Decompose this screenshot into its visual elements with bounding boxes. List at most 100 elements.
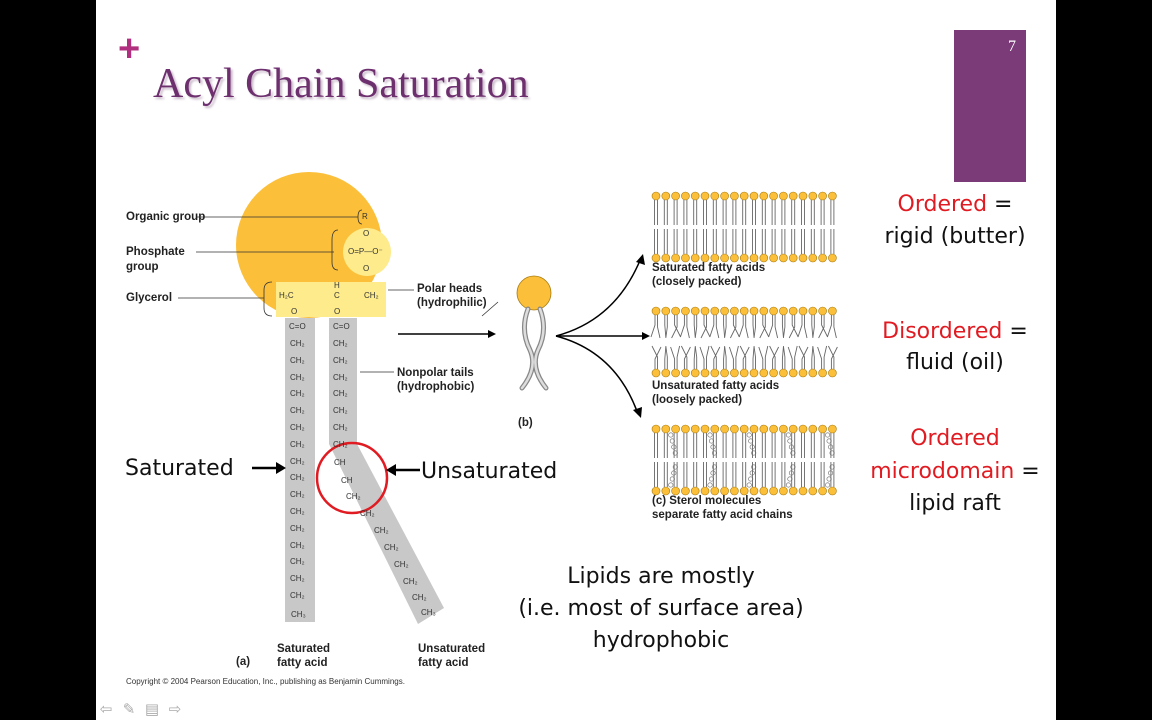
chem-ch2-sat: CH₂	[290, 591, 305, 600]
label-unsaturated-fa-2: fatty acid	[418, 657, 469, 669]
chem-ch2-unsat: CH₂	[403, 577, 418, 586]
menu-icon[interactable]: ▤	[144, 700, 160, 718]
chem-ch2-sat: CH₂	[290, 540, 305, 550]
chem-co1: C=O	[289, 322, 306, 331]
chem-ch2-unsat: CH₂	[384, 543, 399, 552]
annotation-raft-line1: Ordered	[910, 426, 1000, 451]
lipids-line2: (i.e. most of surface area)	[518, 596, 804, 621]
label-saturated-fa-2: fatty acid	[277, 657, 328, 669]
microdomain-word: microdomain	[870, 459, 1015, 484]
schematic-head	[516, 275, 552, 311]
chem-ch2-unsat: CH₂	[333, 339, 348, 348]
phospholipid-figure	[178, 172, 838, 624]
chem-ch2-unsat: CH₂	[333, 439, 348, 449]
chem-ch2-unsat: CH₂	[333, 372, 348, 382]
chem-ch2-sat: CH₂	[290, 507, 305, 516]
chem-c: C	[334, 291, 340, 300]
annotation-ordered-line2: rigid (butter)	[884, 224, 1026, 249]
chem-ch2-sat: CH₂	[290, 339, 305, 348]
chem-ch2-sat: CH₂	[290, 406, 305, 416]
chem-ch2-unsat: CH₂	[360, 509, 375, 518]
label-panel-a: (a)	[236, 656, 251, 668]
back-arrow-icon[interactable]: ⇦	[99, 700, 113, 718]
chem-h: H	[334, 281, 340, 290]
glycerol-band	[276, 282, 386, 317]
caption-saturated-1: Saturated fatty acids	[652, 262, 766, 274]
chem-ch3-unsat: CH₃	[421, 608, 436, 617]
chem-ch2-sat: CH₂	[290, 574, 305, 584]
raft-equals: =	[1014, 459, 1040, 484]
chem-ch2-sat: CH₂	[290, 389, 305, 399]
label-glycerol: Glycerol	[126, 292, 173, 304]
slide-number-box: 7	[954, 30, 1026, 182]
chem-ch2-sat: CH₂	[290, 473, 305, 483]
annotation-raft-line3: lipid raft	[909, 491, 1001, 516]
label-unsaturated-fa-1: Unsaturated	[418, 643, 486, 655]
lipids-line3: hydrophobic	[592, 628, 730, 653]
caption-unsaturated-1: Unsaturated fatty acids	[652, 380, 780, 392]
chem-ch2-unsat: CH₂	[374, 526, 389, 535]
chem-ch2-sat: CH₂	[290, 355, 305, 365]
phosphate-circle	[343, 228, 391, 276]
slide: + Acyl Chain Saturation 7	[96, 0, 1056, 720]
chem-ch2-sat: CH₂	[290, 523, 305, 533]
annotation-raft-line2: microdomain =	[860, 457, 1050, 487]
chem-ch2-unsat: CH₂	[333, 355, 348, 365]
chem-ch2-sat: CH₂	[290, 423, 305, 432]
label-polar-heads-2: (hydrophilic)	[417, 297, 487, 309]
slide-nav-toolbar: ⇦ ✎ ▤ ⇨	[96, 698, 185, 720]
annotation-unsaturated: Unsaturated	[421, 459, 558, 484]
chem-ch2-unsat: CH₂	[346, 492, 361, 501]
chem-o-ester2: O	[334, 307, 341, 316]
ordered-word: Ordered	[897, 192, 988, 217]
chem-cis-ch2: CH	[341, 476, 353, 485]
slide-title: Acyl Chain Saturation	[153, 61, 529, 107]
caption-sterol-2: separate fatty acid chains	[652, 509, 793, 521]
saturated-tail	[285, 318, 315, 622]
chem-ch2-unsat: CH₂	[333, 389, 348, 399]
chem-h2c: H₂C	[279, 291, 294, 300]
forward-arrow-icon[interactable]: ⇨	[168, 700, 182, 718]
chem-ch2-sat: CH₂	[290, 456, 305, 466]
chem-ch2-sat: CH₂	[290, 557, 305, 567]
label-organic-group: Organic group	[126, 211, 206, 223]
chem-ch2-unsat: CH₂	[394, 560, 409, 569]
plus-glyph: +	[118, 28, 141, 70]
annotation-disordered-line1: Disordered =	[860, 317, 1050, 347]
chem-cis-ch1: CH	[334, 458, 346, 467]
chem-ch2-unsat: CH₂	[333, 423, 348, 432]
chem-o-ester1: O	[291, 307, 298, 316]
annotation-disordered-line2: fluid (oil)	[906, 350, 1004, 375]
label-nonpolar-tails-2: (hydrophobic)	[397, 381, 475, 393]
slide-number: 7	[1008, 38, 1016, 55]
label-polar-heads-1: Polar heads	[417, 283, 483, 295]
pen-icon[interactable]: ✎	[122, 700, 136, 718]
label-phosphate-1: Phosphate	[126, 246, 185, 258]
chem-ch2-sat: CH₂	[290, 490, 305, 500]
caption-saturated-2: (closely packed)	[652, 276, 742, 288]
chem-o1: O	[363, 229, 370, 238]
chem-ch2-unsat: CH₂	[333, 406, 348, 416]
chem-ch3-sat: CH₃	[291, 610, 306, 619]
polar-head-circle	[236, 172, 382, 318]
caption-sterol-1: (c) Sterol molecules	[652, 495, 762, 507]
lipids-line1: Lipids are mostly	[567, 564, 755, 589]
chem-co2: C=O	[333, 322, 350, 331]
unsaturated-tail-kink	[329, 444, 444, 624]
chem-o2: O	[363, 264, 370, 273]
chem-r: R	[362, 212, 368, 221]
chem-ch2-glycerol: CH₂	[364, 291, 379, 300]
label-saturated-fa-1: Saturated	[277, 643, 331, 655]
disordered-equals: =	[1002, 319, 1028, 344]
caption-unsaturated-2: (loosely packed)	[652, 394, 743, 406]
chem-ch2-sat: CH₂	[290, 439, 305, 449]
ordered-equals: =	[987, 192, 1013, 217]
label-nonpolar-tails-1: Nonpolar tails	[397, 367, 474, 379]
copyright-text: Copyright © 2004 Pearson Education, Inc.…	[126, 677, 405, 686]
unsaturated-tail-upper	[329, 318, 357, 444]
membrane-diagrams	[650, 191, 838, 496]
label-panel-b: (b)	[518, 417, 533, 429]
chem-phosphate: O=P—O⁻	[348, 247, 383, 256]
annotation-saturated: Saturated	[125, 456, 234, 481]
cis-double-bond-highlight	[315, 441, 389, 515]
